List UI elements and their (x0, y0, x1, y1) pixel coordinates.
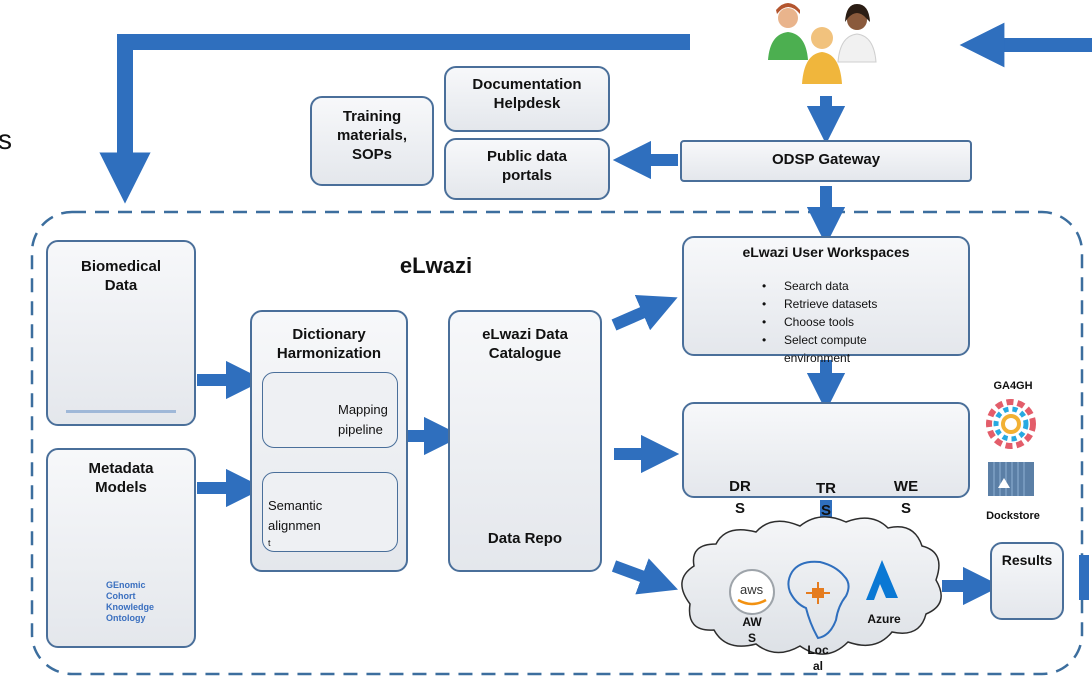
data-catalogue-box (448, 310, 602, 572)
documentation-label: Documentation Helpdesk (472, 76, 582, 112)
odsp-gateway-label: ODSP Gateway (771, 151, 881, 168)
dockstore-label: Dockstore (986, 510, 1040, 522)
local-server-icon (806, 582, 830, 604)
biomedical-data-box (46, 240, 196, 426)
mapping-pipeline-label: Mapping pipeline (338, 402, 388, 437)
workspaces-item: Select compute environment (784, 331, 894, 367)
compute-cloud-shape (681, 516, 942, 655)
user-workspaces-label: eLwazi User Workspaces (742, 244, 910, 260)
arrow-catalogue-cloud (611, 558, 679, 595)
data-catalogue-label: eLwazi Data Catalogue (482, 326, 568, 362)
gecko-line-2: Cohort (106, 591, 136, 601)
left-edge-fragment: s (0, 124, 12, 155)
results-label: Results (1001, 552, 1053, 568)
dictionary-harmonization-label: Dictionary Harmonization (276, 326, 382, 362)
gecko-line-1: GEnomic (106, 580, 146, 590)
feedback-arrow-left (99, 34, 690, 204)
ga4gh-services-box (682, 402, 970, 498)
wes-label: WE S (893, 478, 919, 517)
workspaces-item: Choose tools (784, 313, 944, 331)
gecko-line-4: Ontology (106, 613, 146, 623)
azure-label: Azure (867, 612, 901, 626)
users-icon (768, 3, 877, 84)
metadata-models-label: Metadata Models (88, 460, 154, 496)
semantic-alignment-tail: t (268, 538, 271, 548)
semantic-alignment-box (262, 472, 398, 552)
semantic-alignment-label: Semantic alignmen (268, 498, 323, 533)
mapping-pipeline-box (262, 372, 398, 448)
drs-label: DR S (729, 478, 751, 517)
data-repo-label: Data Repo (487, 530, 563, 547)
biomedical-data-label: Biomedical Data (80, 258, 162, 294)
africa-map-icon (787, 560, 850, 640)
biomedical-underline (66, 410, 176, 413)
aws-logo-text: aws (740, 582, 764, 597)
training-label: Training materials, SOPs (336, 108, 408, 163)
elwazi-region-border (30, 210, 1084, 676)
odsp-gateway-box (680, 140, 972, 182)
gecko-text: GEnomic Cohort Knowledge Ontology (106, 580, 154, 624)
public-portals-box (444, 138, 610, 200)
workspaces-list: Search data Retrieve datasets Choose too… (784, 277, 944, 367)
training-box (310, 96, 434, 186)
trs-label: TR S (816, 480, 836, 519)
documentation-box (444, 66, 610, 132)
gecko-line-3: Knowledge (106, 602, 155, 612)
ga4gh-logo-icon (986, 399, 1036, 449)
elwazi-region-title: eLwazi (399, 253, 473, 278)
results-box (990, 542, 1064, 620)
public-portals-label: Public data portals (486, 148, 568, 184)
aws-label: AW S (742, 615, 762, 645)
metadata-models-box (46, 448, 196, 648)
arrow-catalogue-workspaces (611, 295, 678, 331)
dockstore-icon (988, 462, 1034, 496)
workspaces-item: Retrieve datasets (784, 295, 944, 313)
ga4gh-label: GA4GH (993, 380, 1033, 392)
local-label: Loc al (807, 643, 829, 673)
aws-logo-icon (729, 569, 775, 615)
azure-logo-icon (866, 560, 898, 600)
workspaces-item: Search data (784, 277, 944, 295)
